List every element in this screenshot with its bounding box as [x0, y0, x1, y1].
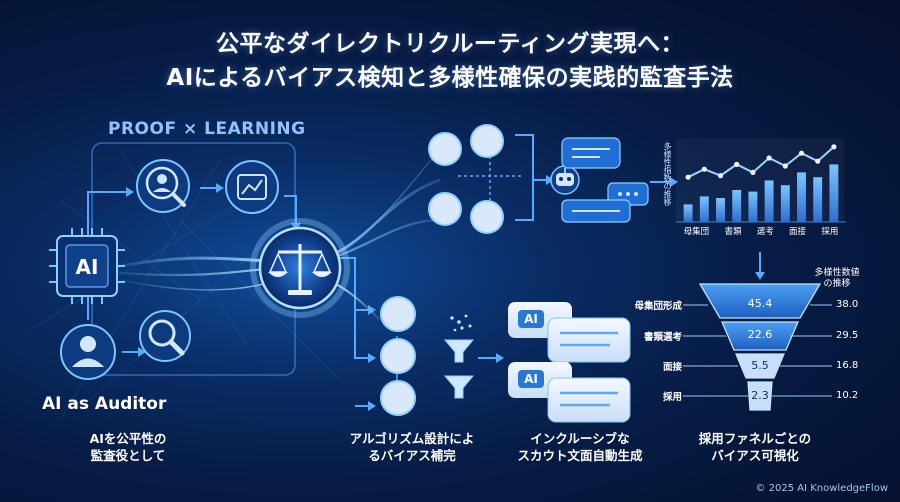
bar-mark: [829, 164, 839, 222]
caption-funnel: 採用ファネルごとの バイアス可視化: [698, 431, 812, 463]
ai-chip-label: AI: [75, 255, 99, 279]
bar-mark: [780, 185, 790, 222]
funnel-stage-right-value: 29.5: [836, 330, 859, 341]
trend-point: [782, 163, 788, 169]
copyright: © 2025 AI KnowledgeFlow: [755, 483, 888, 494]
chatbot-icon: [550, 165, 580, 195]
diverse-candidates: [458, 134, 534, 221]
trend-point: [815, 158, 821, 164]
avatar-candidate-2: [470, 124, 504, 158]
proof-learning-label: PROOF × LEARNING: [108, 119, 306, 139]
caption-algorithm: アルゴリズム設計によ るバイアス補完: [349, 431, 475, 463]
caption-auditor: AIを公平性の 監査役として: [89, 431, 167, 463]
trend-point: [685, 174, 691, 180]
trend-point: [717, 173, 724, 179]
bar-category-label: 母集団: [683, 227, 710, 237]
trend-point: [798, 150, 805, 156]
bar-chart-categories: 母集団 書類 選考 面接 採用: [676, 225, 846, 237]
avatar-candidate-3: [428, 192, 462, 226]
trend-point: [766, 155, 772, 161]
funnel-stage-value: 5.5: [751, 359, 769, 372]
analytics-icon: [225, 160, 279, 214]
ai-chip: [49, 228, 125, 304]
chat-bubbles-top: [561, 137, 649, 223]
bar-category-label: 採用: [821, 227, 839, 237]
bar-mark: [764, 180, 774, 222]
bar-category-label: 選考: [756, 227, 774, 237]
bubble-ai-label-2: AI: [524, 372, 538, 386]
fairness-scale-icon: [250, 218, 350, 318]
bubble-ai-label-1: AI: [524, 312, 538, 326]
bar-mark: [699, 196, 709, 222]
funnel-stage-value: 22.6: [747, 328, 773, 341]
trend-point: [750, 169, 756, 175]
avatar-stack-2: [380, 338, 416, 374]
bar-category-label: 面接: [789, 227, 807, 237]
recruiting-funnel: [683, 283, 832, 411]
bar-mark: [732, 190, 742, 222]
avatar-candidate-1: [428, 132, 462, 166]
funnel-stage-label: 書類選考: [643, 332, 682, 343]
candidate-search-icon: [136, 159, 190, 213]
funnel-stage-label: 面接: [662, 362, 682, 373]
person-icon: [60, 324, 116, 380]
funnel-stage-label: 母集団形成: [634, 301, 682, 312]
funnel-stage-right-value: 16.8: [836, 360, 859, 371]
bar-mark: [813, 177, 823, 222]
funnel-stage-right-value: 38.0: [836, 299, 859, 310]
magnifier-icon: [139, 310, 191, 362]
bar-chart-ylabel: 多様性指数の推移: [663, 142, 672, 206]
ai-as-auditor-label: AI as Auditor: [42, 394, 167, 414]
avatar-stack-1: [380, 296, 416, 332]
funnel-stage-value: 2.3: [751, 389, 769, 402]
page-title-line2: AIによるバイアス検知と多様性確保の実践的監査手法: [166, 65, 734, 91]
trend-point: [734, 161, 740, 167]
bar-mark: [683, 204, 693, 222]
avatar-candidate-4: [470, 200, 504, 234]
scout-message-bubbles: [508, 302, 631, 423]
funnel-header: 多様性数値 の推移: [814, 268, 860, 289]
bar-mark: [716, 198, 725, 222]
caption-scout: インクルーシブな スカウト文面自動生成: [517, 431, 643, 463]
trend-point: [701, 166, 707, 172]
trend-line: [687, 146, 835, 179]
funnel-stage-label: 採用: [662, 392, 682, 403]
trend-point: [831, 144, 837, 150]
diversity-bar-chart: [676, 138, 846, 223]
bar-mark: [748, 191, 758, 222]
bar-category-label: 書類: [724, 227, 742, 237]
page-title-line1: 公平なダイレクトリクルーティング実現へ：: [216, 31, 684, 57]
funnel-stage-right-value: 10.2: [836, 390, 859, 401]
bar-mark: [797, 172, 806, 222]
funnel-stage-value: 45.4: [747, 297, 773, 310]
filter-funnels: [443, 314, 504, 399]
avatar-stack-3: [380, 380, 416, 416]
